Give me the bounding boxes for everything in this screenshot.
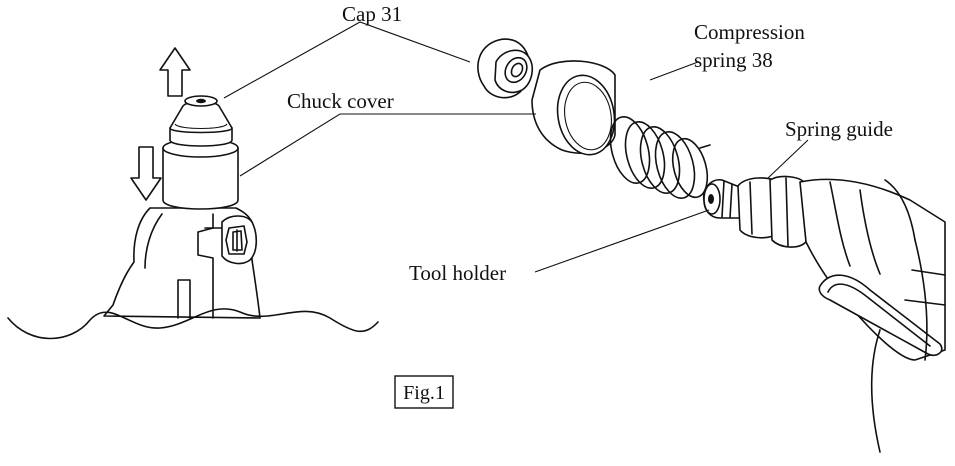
up-arrow-icon [159, 47, 191, 97]
label-cap-31: Cap 31 [342, 2, 402, 26]
label-tool-holder: Tool holder [409, 261, 506, 285]
figure-label-box: Fig.1 [394, 375, 454, 409]
chuck-cover-part [162, 138, 239, 210]
cutaway-line [7, 308, 379, 340]
compression-spring [609, 116, 711, 199]
drill-chuck-assembly [7, 47, 379, 340]
label-chuck-cover: Chuck cover [287, 89, 394, 113]
leader-lines [223, 21, 809, 273]
label-compression-line2: spring 38 [694, 48, 773, 72]
drill-body-right [702, 175, 946, 453]
label-spring-guide: Spring guide [785, 117, 893, 141]
drill-housing [103, 207, 261, 319]
cap-31-ring [477, 38, 534, 99]
chuck-cover-cylinder [531, 60, 616, 156]
figure-label: Fig.1 [403, 382, 445, 404]
cap-part [169, 95, 233, 147]
label-compression-line1: Compression [694, 20, 805, 44]
down-arrow-icon [130, 146, 162, 201]
